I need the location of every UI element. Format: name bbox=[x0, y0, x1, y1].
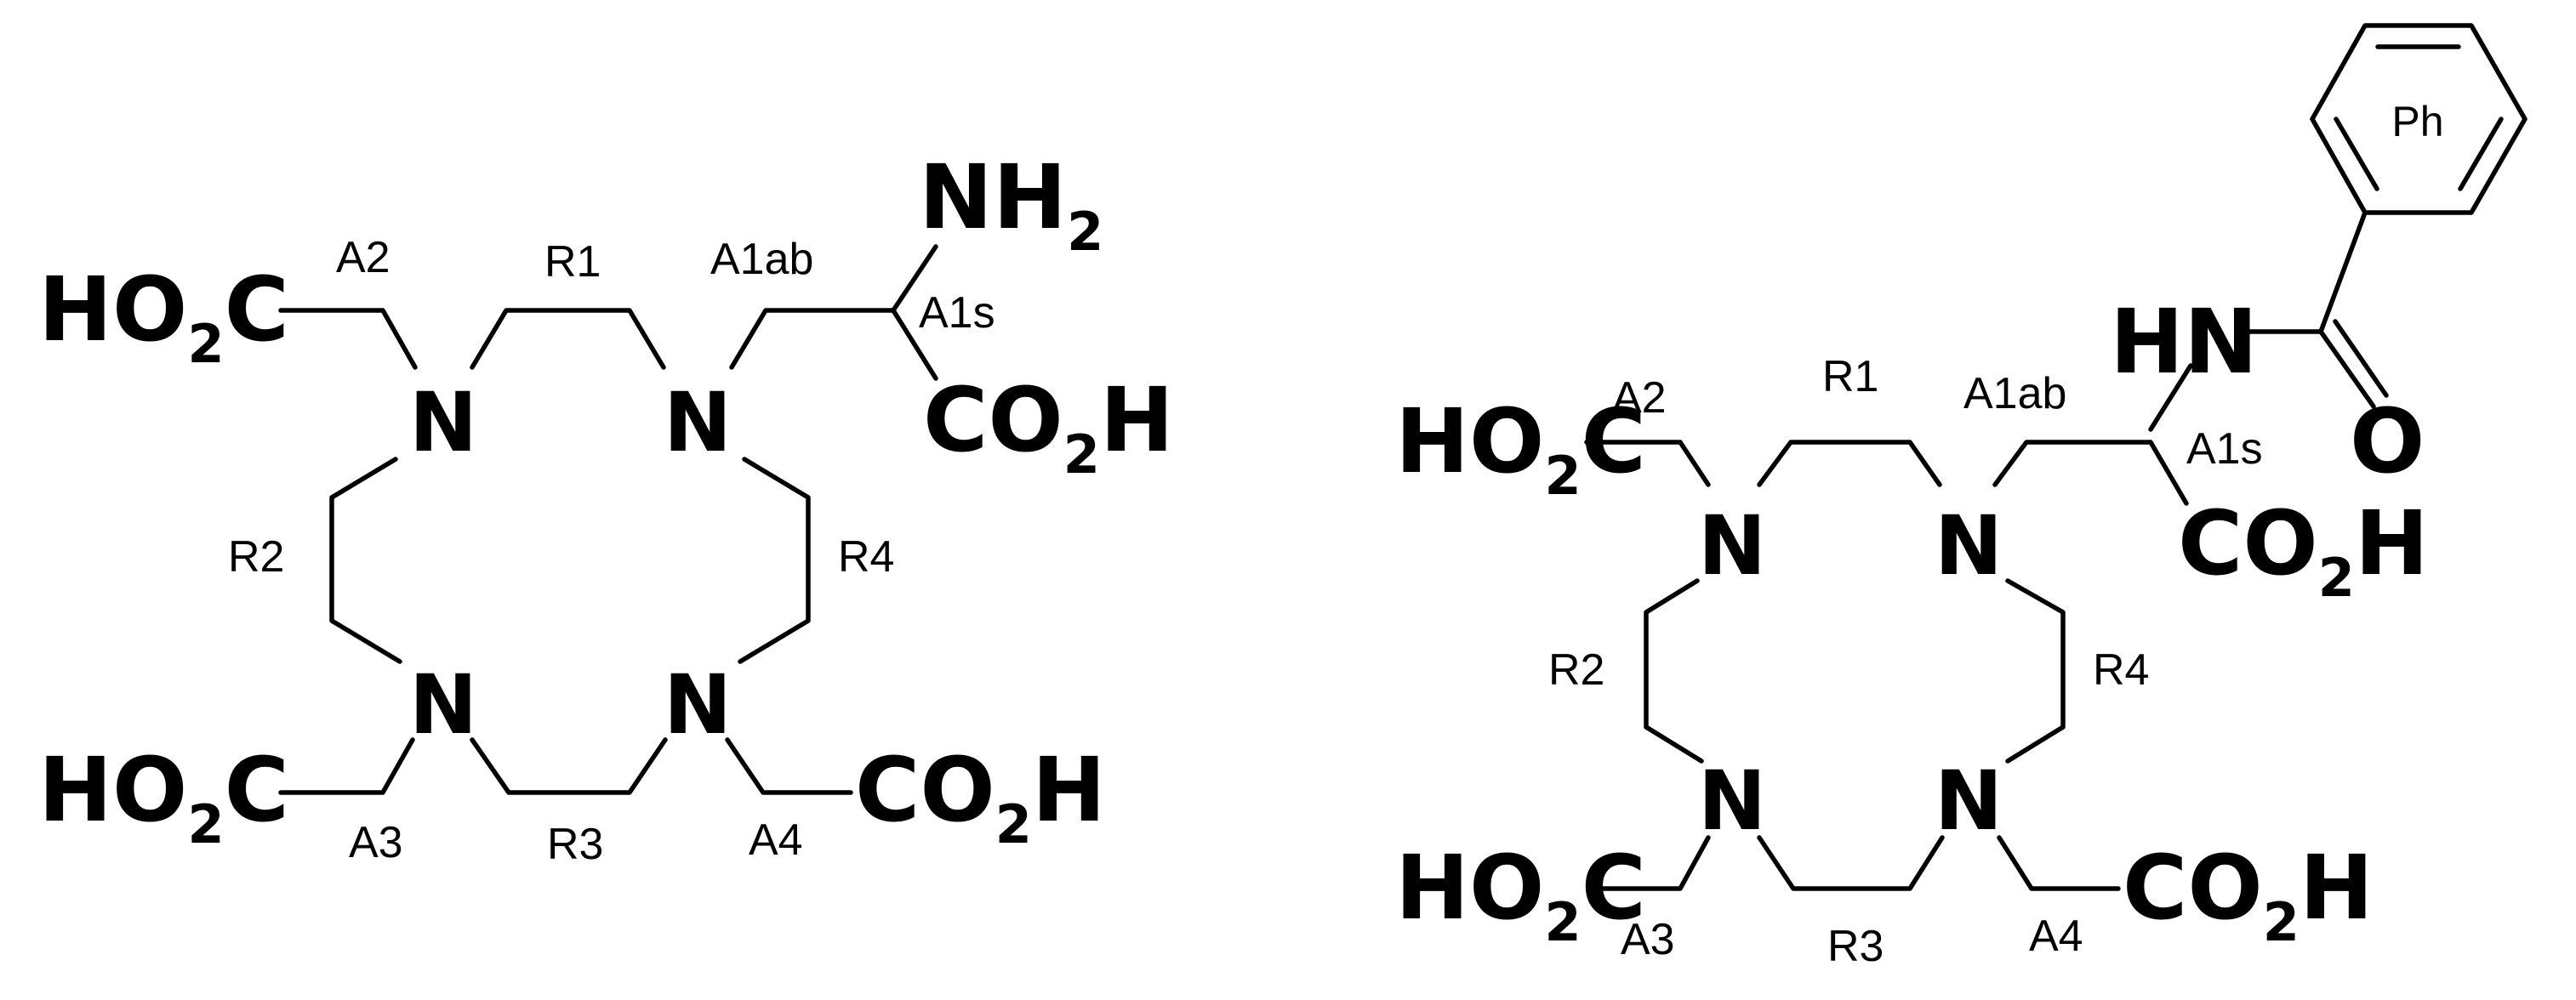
left-bonds bbox=[278, 244, 938, 795]
right-hn: HN bbox=[2110, 290, 2258, 394]
left-co2h-top: CO2H bbox=[923, 368, 1174, 486]
right-molecule: Ph N N N N HN O HO2C HO bbox=[1395, 23, 2528, 971]
right-bond-carbonyl-o-2 bbox=[2333, 319, 2389, 398]
left-label-r4: R4 bbox=[838, 532, 894, 582]
right-label-a3: A3 bbox=[1621, 915, 1675, 964]
right-bond-a3 bbox=[1593, 835, 1711, 891]
right-label-r3: R3 bbox=[1827, 922, 1884, 971]
left-nh2: NH2 bbox=[919, 145, 1103, 263]
right-bond-a4 bbox=[1997, 835, 2121, 891]
left-label-r1: R1 bbox=[544, 237, 601, 287]
left-ho2c-top: HO2C bbox=[38, 258, 289, 375]
right-nitrogen-bottom-right: N bbox=[1935, 753, 2003, 849]
right-label-a1ab: A1ab bbox=[1963, 369, 2066, 418]
right-ph-label: Ph bbox=[2391, 98, 2443, 145]
left-label-a3: A3 bbox=[349, 818, 403, 867]
right-ho2c-bottom: HO2C bbox=[1395, 836, 1646, 953]
right-co2h-top: CO2H bbox=[2178, 491, 2429, 609]
left-label-a1s: A1s bbox=[919, 288, 995, 338]
right-bond-r4 bbox=[2005, 578, 2066, 764]
left-nitrogen-top-right: N bbox=[664, 375, 732, 470]
right-carbonyl-o: O bbox=[2350, 389, 2425, 493]
right-phenyl-ring bbox=[2310, 23, 2528, 215]
right-bond-r1 bbox=[1757, 440, 1942, 487]
right-label-r4: R4 bbox=[2093, 645, 2149, 695]
left-bond-a4 bbox=[725, 737, 853, 795]
right-nitrogen-top-right: N bbox=[1935, 498, 2003, 594]
right-bond-a2 bbox=[1584, 440, 1711, 487]
left-bond-a2 bbox=[278, 308, 418, 370]
left-label-a2: A2 bbox=[336, 233, 390, 282]
right-bond-hn-ca bbox=[2148, 363, 2193, 432]
left-bond-r3 bbox=[470, 737, 668, 795]
left-ho2c-bottom: HO2C bbox=[38, 738, 289, 855]
left-label-r2: R2 bbox=[228, 532, 284, 582]
left-molecule: N N N N HO2C HO2C NH2 CO2H CO2H A2 R1 A1… bbox=[38, 145, 1174, 869]
right-label-a4: A4 bbox=[2029, 912, 2083, 961]
left-bond-r2 bbox=[329, 457, 402, 664]
right-label-r2: R2 bbox=[1548, 645, 1604, 695]
right-co2h-bottom: CO2H bbox=[2123, 836, 2374, 953]
left-label-a1ab: A1ab bbox=[710, 235, 813, 284]
left-bond-r1 bbox=[470, 308, 666, 370]
right-bond-a1ab bbox=[1992, 440, 2153, 487]
right-bonds bbox=[1584, 210, 2389, 891]
right-nitrogen-top-left: N bbox=[1698, 498, 1766, 594]
right-bond-r2 bbox=[1644, 578, 1704, 764]
right-label-r1: R1 bbox=[1822, 352, 1878, 401]
left-nitrogen-top-left: N bbox=[409, 375, 477, 470]
left-co2h-bottom: CO2H bbox=[855, 738, 1106, 855]
right-phenyl-inner-bond-left bbox=[2334, 116, 2379, 191]
right-bond-ph-carbonyl bbox=[2318, 210, 2368, 334]
left-bond-nh2 bbox=[891, 244, 938, 313]
left-bond-a3 bbox=[278, 737, 415, 795]
right-bond-r3 bbox=[1757, 835, 1945, 891]
right-phenyl-inner-bond-right bbox=[2458, 116, 2504, 191]
left-nitrogen-bottom-left: N bbox=[409, 657, 477, 753]
right-label-a2: A2 bbox=[1612, 373, 1667, 423]
right-label-a1s: A1s bbox=[2186, 424, 2263, 474]
left-bond-co2h bbox=[891, 308, 938, 381]
right-bond-co2h bbox=[2148, 440, 2189, 506]
left-bond-a1ab bbox=[729, 308, 896, 370]
left-label-r3: R3 bbox=[547, 820, 603, 869]
right-nitrogen-bottom-left: N bbox=[1698, 753, 1766, 849]
left-bond-r4 bbox=[738, 457, 811, 664]
left-label-a4: A4 bbox=[749, 815, 803, 865]
right-phenyl-hexagon bbox=[2310, 23, 2528, 215]
left-nitrogen-bottom-right: N bbox=[664, 657, 732, 753]
right-bond-carbonyl-o-1 bbox=[2318, 329, 2376, 409]
right-ho2c-top: HO2C bbox=[1395, 389, 1646, 507]
